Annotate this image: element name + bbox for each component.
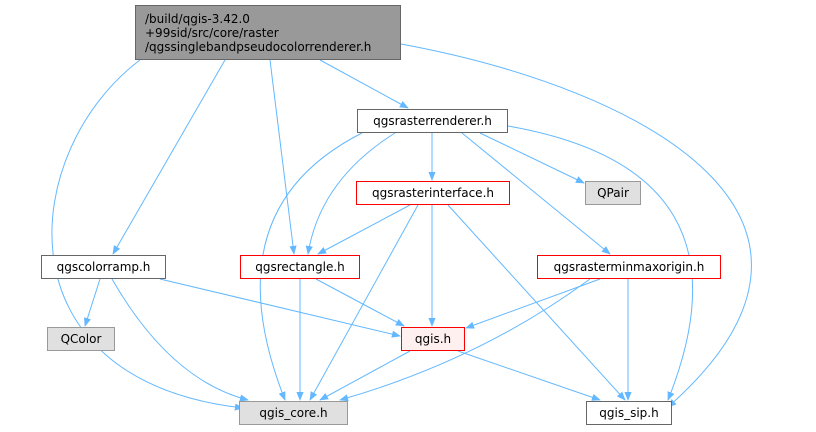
edge-qgscolorramp-to-qgis [159,278,401,338]
edge-qgis-to-qgis_sip [457,350,601,401]
edge-qgsrasterminmaxorigin-to-qgis [465,278,601,329]
node-label: QPair [597,186,629,200]
node-qgscolorramp[interactable]: qgscolorramp.h [41,255,166,279]
node-qgis[interactable]: qgis.h [401,327,465,351]
edge-qgsrasterrenderer-to-qgis_core [259,132,363,401]
node-qgssinglebandpseudocolorrenderer[interactable]: /build/qgis-3.42.0 +99sid/src/core/raste… [135,5,401,60]
node-label: qgsrectangle.h [255,260,345,274]
edge-qgsrasterrenderer-to-qgis_sip [507,125,694,401]
edge-root-to-qgis_sip [400,43,752,408]
edge-qgsrasterinterface-to-qgis_core [309,204,419,401]
node-label: qgsrasterinterface.h [372,186,494,200]
node-qpair[interactable]: QPair [585,181,641,205]
node-qgsrasterrenderer[interactable]: qgsrasterrenderer.h [357,109,508,133]
node-qgsrectangle[interactable]: qgsrectangle.h [240,255,360,279]
node-qgis-sip[interactable]: qgis_sip.h [586,401,672,425]
edge-qgsrasterinterface-to-qgsrectangle [317,204,411,255]
node-qcolor[interactable]: QColor [47,327,115,351]
edge-qgsrasterrenderer-to-qgsrasterminmaxorigin [461,132,611,255]
edge-qgsrasterrenderer-to-qgsrectangle [305,132,396,255]
edge-qgscolorramp-to-qgis_core [111,278,249,402]
node-label-line: /qgssinglebandpseudocolorrenderer.h [145,39,372,54]
node-label-line: +99sid/src/core/raster [145,25,279,40]
node-label: qgsrasterrenderer.h [373,114,492,128]
node-label: qgis_core.h [259,406,328,420]
node-qgis-core[interactable]: qgis_core.h [239,401,348,425]
node-label-line: /build/qgis-3.42.0 [145,11,250,26]
edge-root-to-qgsrasterrenderer [319,59,409,109]
edge-qgsrectangle-to-qgis [315,278,405,327]
edge-qgsrasterrenderer-to-qpair [479,132,585,184]
edge-root-to-qgis_core [51,59,244,411]
edge-root-to-qgsrectangle [269,59,297,255]
node-qgsrasterminmaxorigin[interactable]: qgsrasterminmaxorigin.h [537,255,721,279]
edge-qgis-to-qgis_core [319,350,411,401]
node-label: QColor [60,332,102,346]
edge-root-to-qgscolorramp [112,59,226,255]
node-label: qgis.h [414,332,452,346]
node-qgsrasterinterface[interactable]: qgsrasterinterface.h [356,181,510,205]
edge-qgscolorramp-to-qcolor [84,278,101,327]
node-label: qgis_sip.h [599,406,659,420]
edge-qgsrasterminmaxorigin-to-qgis_core [339,278,591,402]
node-label: qgscolorramp.h [56,260,151,274]
node-label: qgsrasterminmaxorigin.h [553,260,705,274]
